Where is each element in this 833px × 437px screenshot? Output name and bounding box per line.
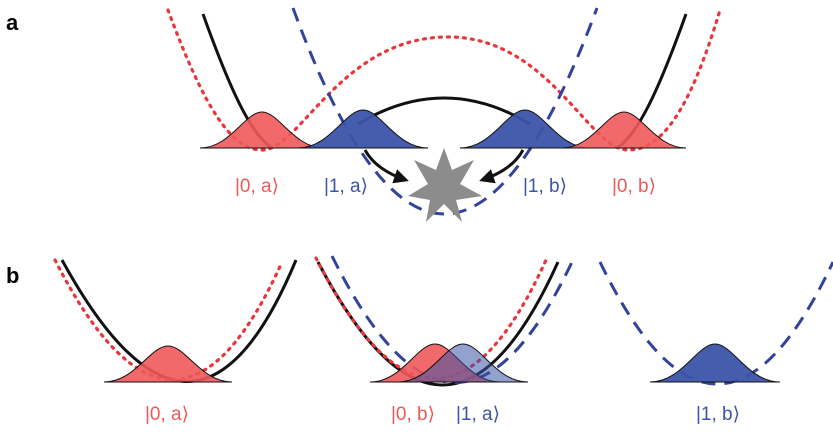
b-state-label-1a: |1, a⟩	[456, 404, 500, 425]
gaussian-1a	[297, 109, 429, 149]
b-right-blue-dashed-well	[598, 261, 833, 386]
arrow-left	[363, 149, 409, 184]
panel-b-letter: b	[6, 263, 19, 288]
panel-a-letter: a	[6, 10, 19, 35]
panel-a: a |0, a⟩ |1, a⟩ |1, b⟩ |0, b⟩	[6, 7, 722, 222]
state-label-0a: |0, a⟩	[235, 176, 279, 197]
decay-flash-icon	[408, 148, 482, 222]
blue-dashed-parabola	[291, 7, 599, 216]
state-label-1a: |1, a⟩	[324, 176, 368, 197]
b-state-label-1b: |1, b⟩	[696, 404, 740, 425]
gaussian-0a	[199, 111, 325, 149]
gaussian-0b	[561, 111, 687, 149]
arrow-right	[479, 149, 525, 184]
b-gaussian-1b	[649, 343, 781, 383]
state-label-0b: |0, b⟩	[612, 176, 656, 197]
b-state-label-0b: |0, b⟩	[391, 404, 435, 425]
b-gaussian-0a	[103, 345, 233, 383]
gaussian-1b	[459, 109, 591, 149]
b-state-label-0a: |0, a⟩	[145, 404, 189, 425]
tunneling-arc	[357, 96, 531, 126]
b-gaussian-1a	[397, 343, 529, 383]
panel-b: b |0, a⟩ |0, b⟩ |1, a⟩ |1, b⟩	[6, 255, 833, 425]
state-label-1b: |1, b⟩	[523, 176, 567, 197]
